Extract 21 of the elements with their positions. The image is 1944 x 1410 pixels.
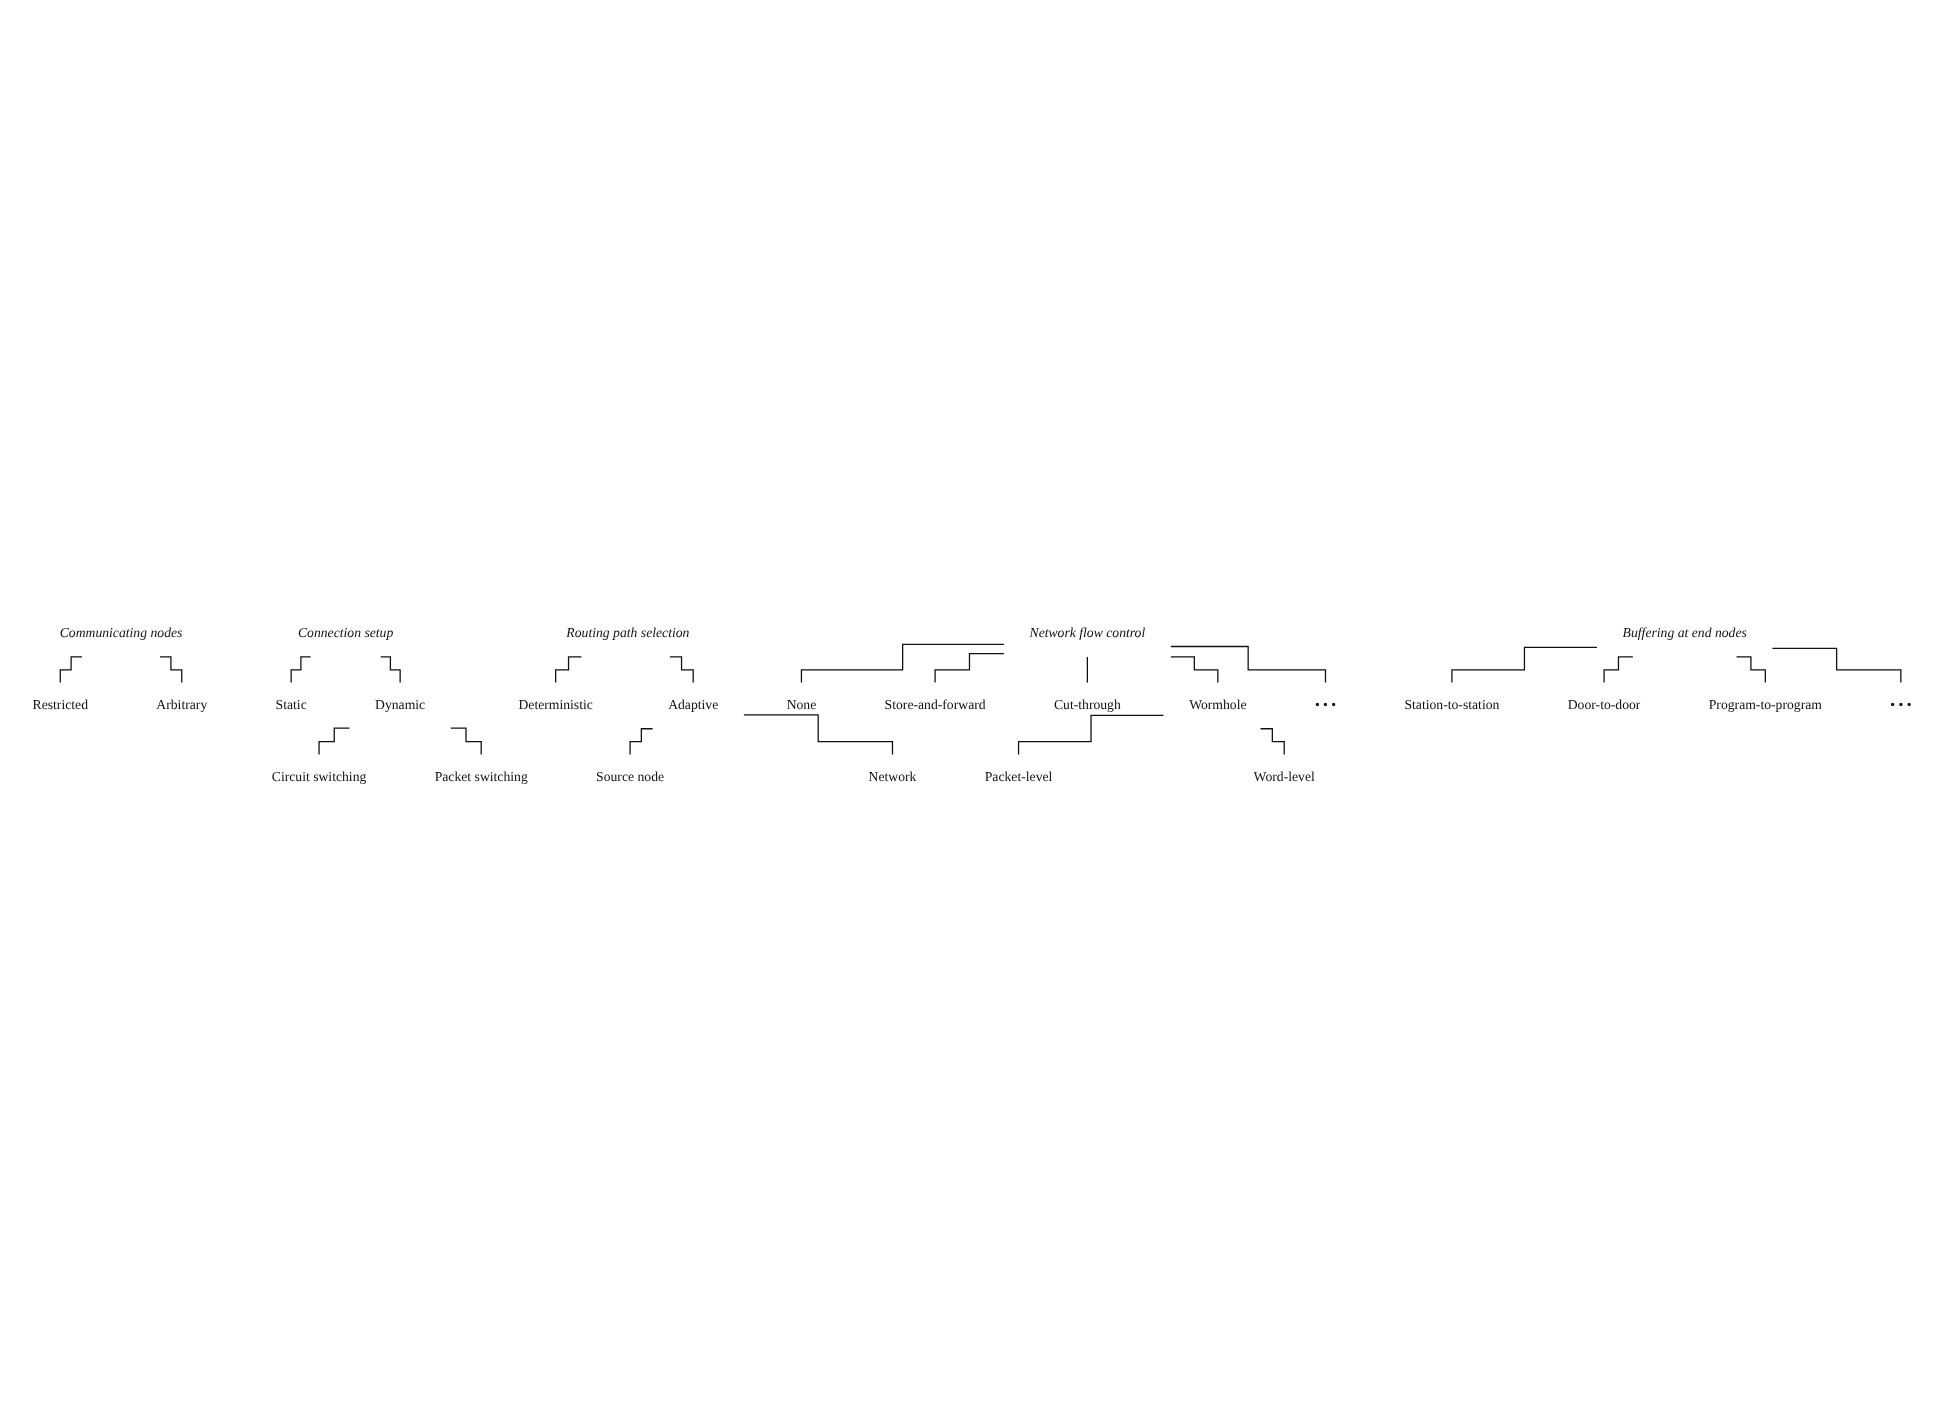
connector bbox=[1259, 727, 1285, 755]
connector bbox=[934, 652, 1005, 683]
connector bbox=[1451, 646, 1598, 683]
connector bbox=[159, 655, 183, 683]
connector bbox=[800, 643, 1005, 683]
connector bbox=[1603, 655, 1634, 683]
connector bbox=[380, 655, 401, 683]
connector bbox=[743, 713, 894, 755]
connector bbox=[318, 726, 351, 755]
connector bbox=[59, 655, 83, 683]
connector bbox=[1170, 655, 1219, 683]
connector bbox=[1086, 655, 1088, 683]
connector bbox=[450, 726, 482, 755]
connector bbox=[1771, 647, 1902, 683]
connector bbox=[1170, 645, 1327, 683]
connector bbox=[1017, 714, 1165, 755]
connector bbox=[669, 655, 694, 683]
connector bbox=[1735, 655, 1766, 683]
connector bbox=[555, 655, 583, 683]
connector bbox=[629, 727, 654, 755]
connector bbox=[290, 655, 312, 683]
